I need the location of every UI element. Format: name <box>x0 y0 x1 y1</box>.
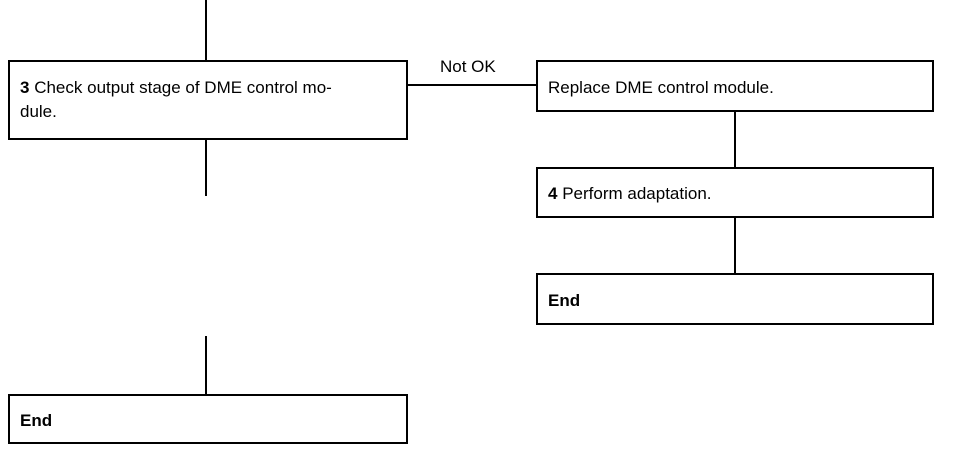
connector-step4-to-end <box>734 216 736 273</box>
replace-box: Replace DME control module. <box>536 60 934 112</box>
replace-text: Replace DME control module. <box>548 78 774 97</box>
end-right-text: End <box>548 291 581 310</box>
step4-text: Perform adaptation. <box>562 184 712 203</box>
step4-box: 4 Perform adaptation. <box>536 167 934 218</box>
connector-not-ok <box>406 84 537 86</box>
connector-step3-down <box>205 139 207 196</box>
step3-number: 3 <box>20 78 30 97</box>
end-box-left: End <box>8 394 408 444</box>
not-ok-label: Not OK <box>440 57 496 76</box>
connector-replace-to-step4 <box>734 110 736 168</box>
connector-to-left-end <box>205 336 207 395</box>
step3-text-line1: Check output stage of DME control mo- <box>34 78 332 97</box>
end-box-right: End <box>536 273 934 325</box>
step3-box: 3 Check output stage of DME control mo- … <box>8 60 408 140</box>
connector-top-to-step3 <box>205 0 207 60</box>
end-left-text: End <box>20 411 53 430</box>
step3-text-line2: dule. <box>20 102 57 121</box>
step3-line1: 3 Check output stage of DME control mo- <box>20 76 396 100</box>
step4-number: 4 <box>548 184 558 203</box>
